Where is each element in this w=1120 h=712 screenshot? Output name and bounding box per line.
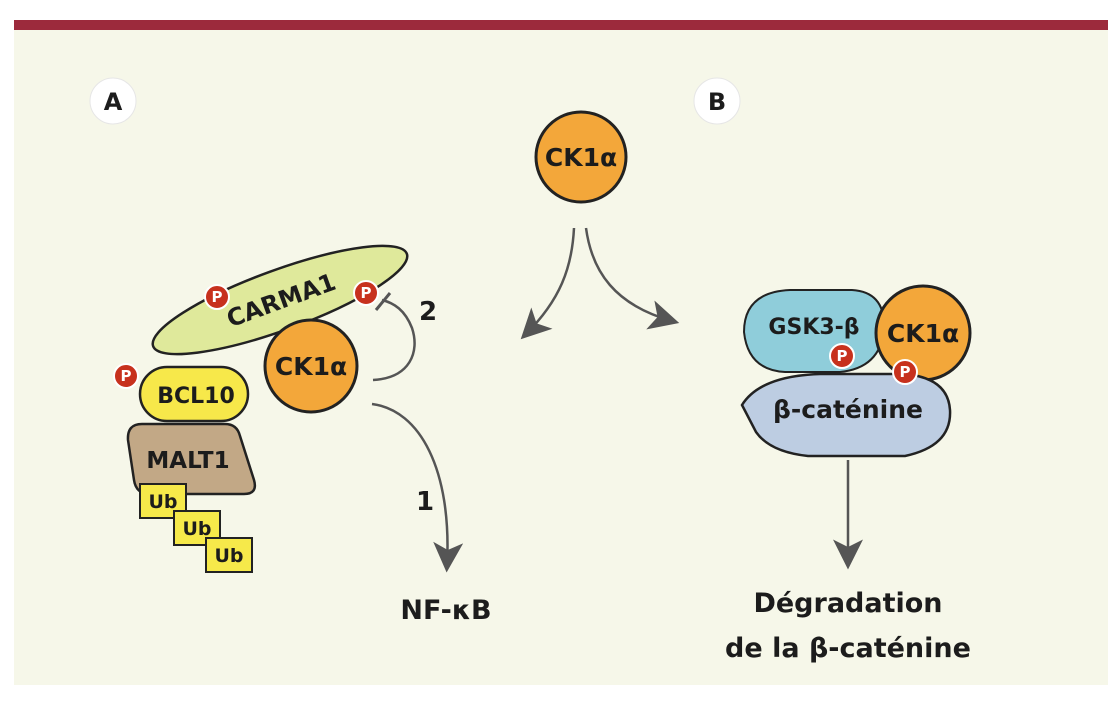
nfkb-label: NF-κB: [400, 595, 491, 626]
step-1-label: 1: [416, 487, 434, 517]
panel-b-badge: B: [693, 77, 741, 125]
complex-b-ck1a-label: CK1α: [887, 319, 959, 348]
panel-b-label: B: [708, 88, 726, 116]
phospho-b1: P: [829, 343, 855, 369]
malt1-label: MALT1: [146, 448, 229, 474]
ub-label-1: Ub: [148, 491, 177, 513]
bcl10-label: BCL10: [157, 384, 235, 409]
phospho-label-b2: P: [900, 363, 911, 381]
ub-label-3: Ub: [214, 545, 243, 567]
arrow-to-nfkb: [371, 402, 464, 573]
center-ck1a: CK1α: [534, 110, 628, 204]
phospho-carma1-right: P: [353, 280, 379, 306]
panel-a-badge: A: [89, 77, 137, 125]
step-2-label: 2: [419, 297, 437, 327]
bcl10-protein: BCL10: [138, 365, 250, 423]
inhibition-loop: [372, 298, 416, 382]
phospho-label-a1: P: [212, 288, 223, 306]
degradation-line2: de la β-caténine: [725, 633, 971, 664]
inhibition-bar: [374, 292, 392, 311]
phospho-carma1-left: P: [204, 284, 230, 310]
phospho-bcl10: P: [113, 363, 139, 389]
gsk3b-label: GSK3-β: [768, 315, 859, 340]
bcatenin-protein: β-caténine: [740, 372, 952, 458]
phospho-label-b1: P: [837, 347, 848, 365]
arrow-to-complex-a: [520, 227, 576, 340]
complex-a-ck1a: CK1α: [263, 318, 359, 414]
bcatenin-label: β-caténine: [773, 395, 923, 424]
complex-b-ck1a: CK1α: [874, 284, 972, 382]
arrow-to-complex-b: [584, 227, 680, 330]
ubiquitin-chain: Ub Ub Ub: [139, 483, 253, 573]
center-ck1a-label: CK1α: [545, 143, 617, 172]
panel-a-label: A: [104, 88, 123, 116]
complex-a-ck1a-label: CK1α: [275, 352, 347, 381]
top-accent-bar: [14, 20, 1108, 30]
phospho-b2: P: [892, 359, 918, 385]
ub-label-2: Ub: [182, 518, 211, 540]
phospho-label-a2: P: [361, 284, 372, 302]
phospho-label-a3: P: [121, 367, 132, 385]
degradation-line1: Dégradation: [753, 588, 942, 619]
gsk3b-protein: GSK3-β: [742, 289, 886, 373]
